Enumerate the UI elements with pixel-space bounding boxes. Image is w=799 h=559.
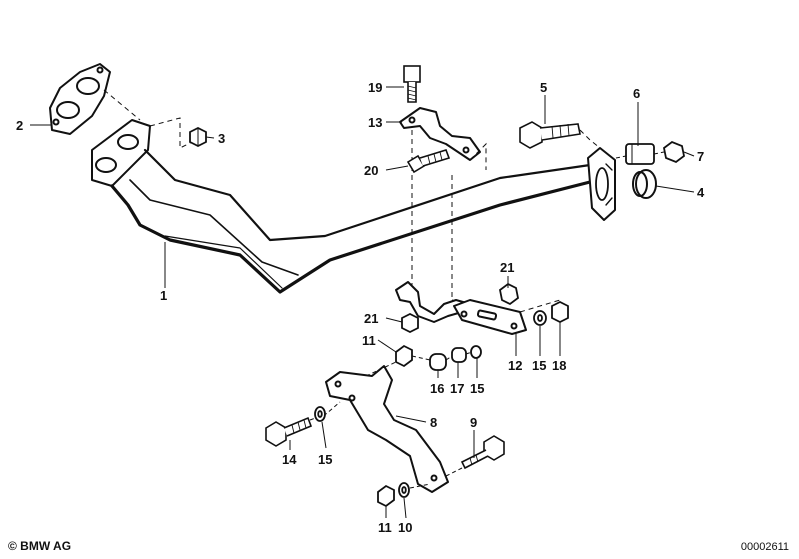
callout-21-right: 21 [500,260,514,275]
callout-20: 20 [364,163,378,178]
callout-15-right: 15 [532,358,546,373]
washer-part-15-right [533,310,547,326]
copyright-text: © BMW AG [8,539,72,553]
callout-3: 3 [218,131,225,146]
callout-16: 16 [430,381,444,396]
callout-11-lower: 11 [378,520,392,535]
washer-part-15-middle [470,345,482,359]
washer-part-10 [398,482,410,498]
nut-part-11-lower [377,484,395,508]
callout-21-left: 21 [364,311,378,326]
nut-part-21-left [401,312,419,334]
callout-11-upper: 11 [362,333,376,348]
spring-sleeve-part-6 [625,143,655,165]
callout-4: 4 [697,185,705,200]
callout-17: 17 [450,381,464,396]
nut-part-3 [189,126,207,148]
bolt-part-20 [406,149,451,174]
callout-6: 6 [633,86,640,101]
nut-part-21-right [499,282,519,306]
callout-8: 8 [430,415,437,430]
callout-13: 13 [368,115,382,130]
callout-9: 9 [470,415,477,430]
callout-14: 14 [282,452,297,467]
washer-part-15-left [314,406,326,422]
drawing-number: 00002611 [740,541,789,553]
callout-2: 2 [16,118,23,133]
callout-12: 12 [508,358,522,373]
callout-18: 18 [552,358,566,373]
callout-5: 5 [540,80,547,95]
clamp-part-13 [399,107,481,161]
sealing-ring-part-4 [632,169,657,199]
callout-19: 19 [368,80,382,95]
sleeve-part-17 [451,347,467,363]
front-exhaust-pipe [91,119,616,294]
leader-lines [30,86,695,519]
nut-part-18 [551,300,569,324]
manifold-gasket [49,63,111,135]
hanger-bracket-part-8 [325,365,449,493]
bolt-part-9 [460,435,505,470]
callout-7: 7 [697,149,704,164]
bolt-part-5 [519,121,581,149]
callout-10: 10 [398,520,412,535]
bracket-part-12 [453,299,527,335]
nut-part-11-upper [395,344,413,368]
nut-part-7 [663,140,685,164]
callout-15-left: 15 [318,452,332,467]
bolt-part-14 [265,416,313,447]
callout-15-middle: 15 [470,381,484,396]
rubber-mount-part-16 [429,353,447,371]
bolt-part-19 [403,65,421,103]
callout-1: 1 [160,288,167,303]
